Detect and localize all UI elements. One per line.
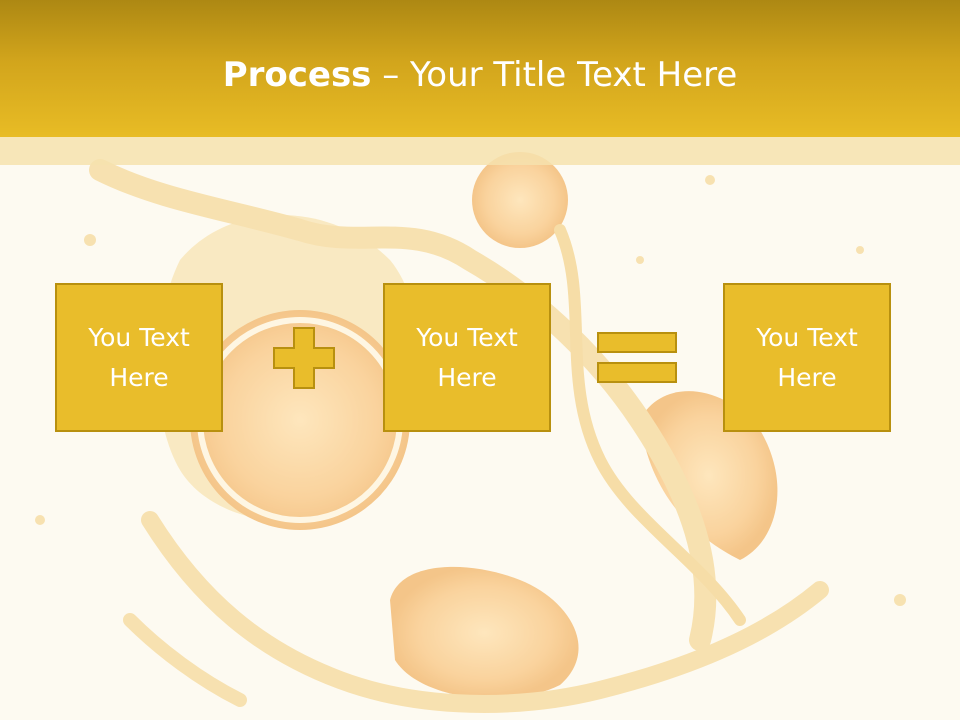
slide-title-bold: Process <box>222 55 372 95</box>
process-box-3-label: You Text Here <box>756 322 858 392</box>
equals-icon <box>597 332 677 383</box>
plus-icon <box>273 327 335 389</box>
process-box-1-label: You Text Here <box>88 322 190 392</box>
process-box-3[interactable]: You Text Here <box>723 283 891 432</box>
title-accent-strip <box>0 137 960 165</box>
slide-title-rest: – Your Title Text Here <box>371 55 738 95</box>
process-box-2[interactable]: You Text Here <box>383 283 551 432</box>
process-box-2-label: You Text Here <box>416 322 518 392</box>
title-bar <box>0 0 960 137</box>
slide-title[interactable]: Process – Your Title Text Here <box>0 52 960 98</box>
process-box-1[interactable]: You Text Here <box>55 283 223 432</box>
